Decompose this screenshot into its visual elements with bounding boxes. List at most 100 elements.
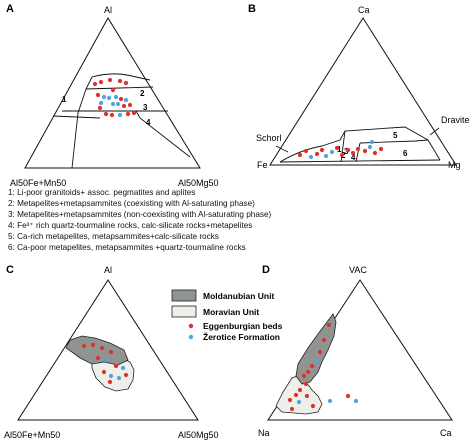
- panel-b-field-boundary: [359, 139, 429, 144]
- eggenburgian-sample-point: [345, 393, 351, 399]
- panel-a-letter: A: [6, 3, 14, 15]
- zerotice-sample-point: [308, 154, 314, 160]
- eggenburgian-sample-point: [123, 372, 129, 378]
- eggenburgian-sample-point: [127, 102, 133, 108]
- panel-b-field-5-label: 5: [393, 131, 398, 140]
- eggenburgian-sample-point: [110, 87, 116, 93]
- panel-d-apex-left-label: Na: [258, 428, 270, 438]
- panel-b-field-boundary: [355, 142, 361, 163]
- zerotice-sample-point: [101, 94, 107, 100]
- eggenburgian-sample-point: [289, 406, 295, 412]
- eggenburgian-sample-point: [123, 80, 129, 86]
- panel-b-field-boundary: [279, 159, 441, 163]
- eggenburgian-sample-point: [304, 393, 310, 399]
- eggenburgian-sample-point: [362, 148, 368, 154]
- eggenburgian-sample-point: [317, 349, 323, 355]
- panel-a-triangle: [24, 17, 201, 169]
- zerotice-sample-point: [108, 373, 114, 379]
- eggenburgian-sample-point: [303, 381, 309, 387]
- panel-a-samples: [92, 77, 137, 118]
- eggenburgian-sample-point: [303, 148, 309, 154]
- panel-a-apex-right-label: Al50Mg50: [178, 178, 219, 188]
- eggenburgian-sample-point: [125, 111, 131, 117]
- zerotice-sample-point: [106, 95, 112, 101]
- zerotice-sample-point: [123, 97, 129, 103]
- eggenburgian-sample-point: [98, 79, 104, 85]
- eggenburgian-sample-point: [339, 152, 345, 158]
- eggenburgian-sample-point: [95, 92, 101, 98]
- panel-c-apex-top-label: Al: [104, 265, 112, 275]
- panel-d: D VAC Na Ca: [258, 264, 453, 438]
- panel-d-letter: D: [262, 264, 270, 276]
- zerotice-sample-point: [98, 100, 104, 106]
- panel-c-letter: C: [6, 264, 14, 276]
- panel-b-field-boundary: [279, 126, 441, 163]
- legend-swatch-moravian: [171, 305, 197, 318]
- zerotice-sample-point: [329, 149, 335, 155]
- panel-b-field-3-label: 3: [344, 147, 349, 156]
- zerotice-sample-point: [120, 365, 126, 371]
- legend-dot-zerotice: [188, 334, 194, 340]
- panel-c-apex-left-label: Al50Fe+Mn50: [4, 430, 60, 440]
- panel-d-apex-right-label: Ca: [440, 428, 452, 438]
- eggenburgian-sample-point: [297, 152, 303, 158]
- legend-label-moldanubian: Moldanubian Unit: [203, 291, 274, 301]
- legend-label-zerotice: Žerotice Formation: [203, 331, 280, 342]
- eggenburgian-sample-point: [297, 387, 303, 393]
- panel-a-field-boundary: [85, 86, 154, 90]
- panel-b-field-1-label: 1: [337, 145, 342, 154]
- zerotice-sample-point: [353, 398, 359, 404]
- eggenburgian-sample-point: [109, 112, 115, 118]
- field-legend-item: 6: Ca-poor metapelites, metapsammites +q…: [8, 243, 246, 253]
- eggenburgian-sample-point: [287, 397, 293, 403]
- legend-label-eggenburgian: Eggenburgian beds: [203, 321, 283, 331]
- eggenburgian-sample-point: [372, 150, 378, 156]
- zerotice-sample-point: [110, 101, 116, 107]
- panel-b-field-4-label: 4: [351, 153, 356, 162]
- eggenburgian-sample-point: [101, 369, 107, 375]
- eggenburgian-sample-point: [117, 78, 123, 84]
- eggenburgian-sample-point: [314, 151, 320, 157]
- panel-b-apex-top-label: Ca: [358, 5, 370, 15]
- eggenburgian-sample-point: [103, 111, 109, 117]
- eggenburgian-sample-point: [81, 343, 87, 349]
- panel-b-triangle: [269, 17, 457, 166]
- unit-legend: Moldanubian Unit Moravian Unit Eggenburg…: [171, 289, 283, 342]
- legend-dot-eggenburgian: [188, 323, 194, 329]
- eggenburgian-sample-point: [92, 81, 98, 87]
- field-legend: 1: Li-poor granitoids+ assoc. pegmatites…: [8, 187, 308, 254]
- panel-a-apex-left-label: Al50Fe+Mn50: [10, 178, 66, 188]
- panel-b-schorl-label: Schorl: [256, 133, 282, 143]
- panel-a-field-3-label: 3: [143, 103, 148, 112]
- eggenburgian-sample-point: [321, 337, 327, 343]
- zerotice-sample-point: [117, 112, 123, 118]
- moravian-field-d: [275, 374, 323, 415]
- eggenburgian-sample-point: [121, 103, 127, 109]
- panel-a-field-4-label: 4: [146, 118, 151, 127]
- zerotice-sample-point: [327, 398, 333, 404]
- eggenburgian-sample-point: [108, 349, 114, 355]
- eggenburgian-sample-point: [350, 150, 356, 156]
- eggenburgian-sample-point: [113, 363, 119, 369]
- panel-a-field-boundary: [91, 73, 151, 81]
- eggenburgian-sample-point: [319, 147, 325, 153]
- panel-b-field-6-label: 6: [403, 149, 408, 158]
- eggenburgian-sample-point: [90, 342, 96, 348]
- zerotice-sample-point: [103, 357, 109, 363]
- eggenburgian-sample-point: [378, 146, 384, 152]
- panel-c: C Al Al50Fe+Mn50 Al50Mg50: [4, 264, 219, 440]
- eggenburgian-sample-point: [355, 146, 361, 152]
- eggenburgian-sample-point: [310, 403, 316, 409]
- zerotice-sample-point: [296, 399, 302, 405]
- eggenburgian-sample-point: [95, 355, 101, 361]
- field-legend-item: 2: Metapelites+metapsammites (coexisting…: [8, 199, 255, 209]
- eggenburgian-sample-point: [293, 392, 299, 398]
- moldanubian-field-d: [295, 313, 337, 385]
- panel-c-triangle: [17, 279, 199, 421]
- eggenburgian-sample-point: [305, 369, 311, 375]
- panel-a-field-boundary: [135, 110, 191, 158]
- eggenburgian-sample-point: [97, 105, 103, 111]
- panel-a-field-boundary: [52, 115, 101, 119]
- eggenburgian-sample-point: [118, 96, 124, 102]
